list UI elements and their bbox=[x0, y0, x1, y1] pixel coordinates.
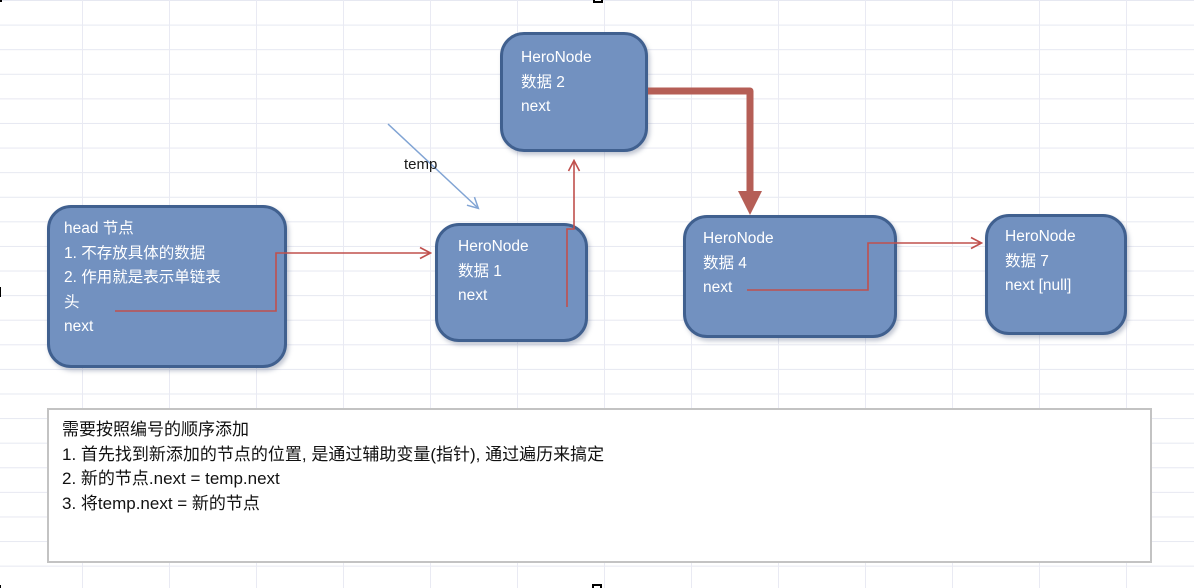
notes-line-4: 3. 将temp.next = 新的节点 bbox=[62, 493, 260, 513]
node-hero7-next-label: next [null] bbox=[1005, 277, 1072, 294]
node-hero1-title: HeroNode bbox=[458, 238, 529, 255]
node-hero1-next-label: next bbox=[458, 287, 488, 304]
node-head-line-2: 2. 作用就是表示单链表 bbox=[64, 269, 221, 286]
node-hero2-title: HeroNode bbox=[521, 49, 592, 66]
node-hero1[interactable]: HeroNode 数据 1 next bbox=[435, 223, 588, 342]
node-hero4-data: 数据 4 bbox=[703, 254, 747, 272]
notes-line-3: 2. 新的节点.next = temp.next bbox=[62, 469, 280, 489]
selection-handle-top-center[interactable] bbox=[593, 0, 603, 3]
temp-label[interactable]: temp bbox=[404, 156, 438, 173]
notes-box[interactable]: 需要按照编号的顺序添加 1. 首先找到新添加的节点的位置, 是通过辅助变量(指针… bbox=[47, 408, 1152, 563]
selection-handle-bottom-center[interactable] bbox=[592, 584, 602, 588]
selection-handle-middle-left[interactable] bbox=[0, 287, 1, 297]
node-hero2-next-label: next bbox=[521, 98, 551, 115]
node-head-title: head 节点 bbox=[64, 220, 134, 237]
node-head-line-1: 1. 不存放具体的数据 bbox=[64, 244, 206, 262]
selection-handle-bottom-left[interactable] bbox=[0, 585, 1, 588]
node-hero2-data: 数据 2 bbox=[521, 73, 565, 91]
selection-handle-top-left[interactable] bbox=[0, 0, 2, 2]
node-hero7[interactable]: HeroNode 数据 7 next [null] bbox=[985, 214, 1127, 335]
node-hero7-title: HeroNode bbox=[1005, 228, 1076, 245]
node-head[interactable]: head 节点 1. 不存放具体的数据 2. 作用就是表示单链表 头 next bbox=[47, 205, 287, 368]
notes-line-1: 需要按照编号的顺序添加 bbox=[62, 420, 249, 439]
node-head-line-3: 头 bbox=[64, 293, 80, 311]
notes-line-2: 1. 首先找到新添加的节点的位置, 是通过辅助变量(指针), 通过遍历来搞定 bbox=[62, 444, 605, 464]
node-head-next-label: next bbox=[64, 318, 94, 335]
arrow-hero2-to-hero4-thick[interactable] bbox=[648, 87, 762, 215]
node-hero7-data: 数据 7 bbox=[1005, 252, 1049, 270]
node-hero4-next-label: next bbox=[703, 279, 733, 296]
node-hero4-title: HeroNode bbox=[703, 230, 774, 247]
node-hero4[interactable]: HeroNode 数据 4 next bbox=[683, 215, 897, 338]
node-hero2[interactable]: HeroNode 数据 2 next bbox=[500, 32, 648, 152]
node-hero1-data: 数据 1 bbox=[458, 262, 502, 280]
